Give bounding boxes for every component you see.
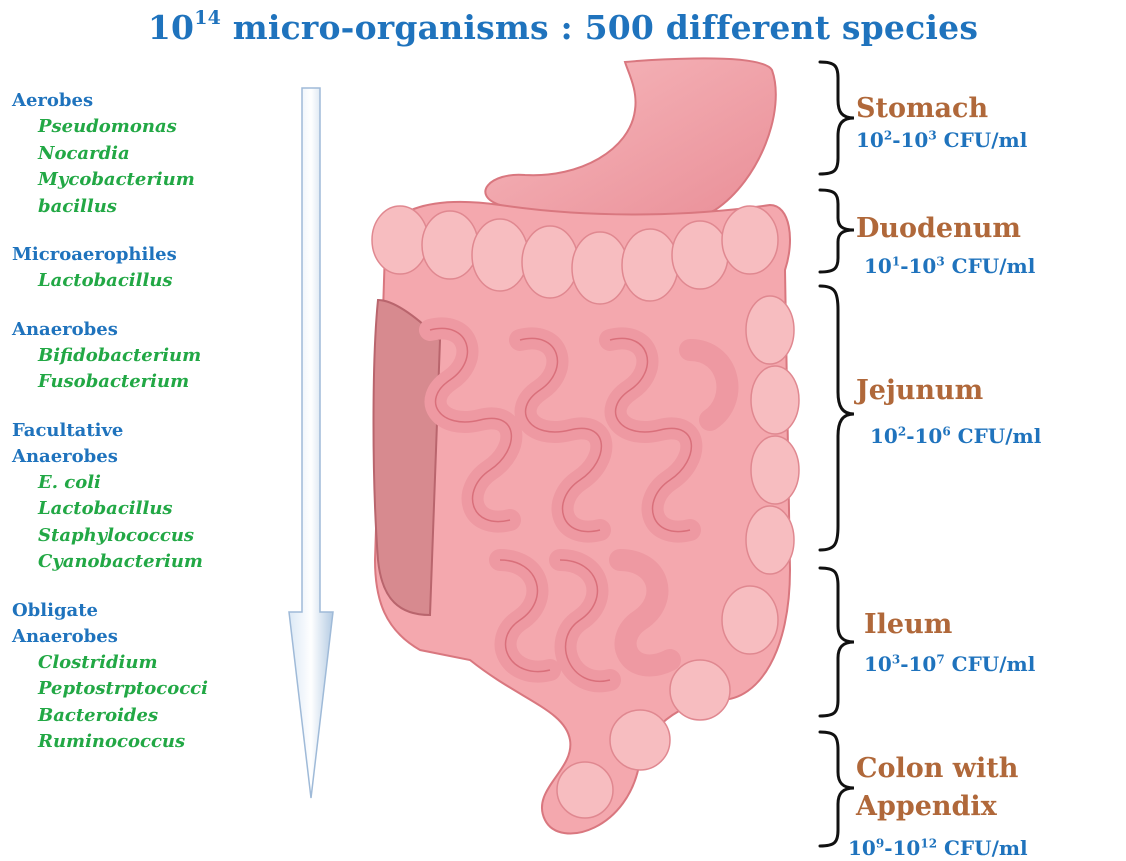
group-heading: Anaerobes xyxy=(12,317,302,343)
brace-duodenum xyxy=(820,190,854,272)
group-facultative-anaerobes: Facultative Anaerobes E. coli Lactobacil… xyxy=(12,418,302,576)
brace-ileum xyxy=(820,568,854,716)
region-colon-appendix: Colon with Appendix xyxy=(856,750,1096,826)
species-item: Bacteroides xyxy=(12,703,302,730)
species-item: Peptostrptococci xyxy=(12,676,302,703)
region-duodenum: Duodenum xyxy=(856,212,1021,246)
species-item: Staphylococcus xyxy=(12,523,302,550)
cfu-stomach: 102-103 CFU/ml xyxy=(856,128,1027,152)
group-aerobes: Aerobes Pseudomonas Nocardia Mycobacteri… xyxy=(12,88,302,220)
region-stomach: Stomach xyxy=(856,92,988,126)
brace-stomach xyxy=(820,62,854,174)
group-heading: Anaerobes xyxy=(12,444,302,470)
group-heading: Microaerophiles xyxy=(12,242,302,268)
group-heading: Anaerobes xyxy=(12,624,302,650)
group-anaerobes: Anaerobes Bifidobacterium Fusobacterium xyxy=(12,317,302,396)
group-heading: Obligate xyxy=(12,598,302,624)
species-item: Mycobacterium xyxy=(12,167,302,194)
species-item: E. coli xyxy=(12,470,302,497)
ascending-colon xyxy=(374,300,441,615)
species-item: Nocardia xyxy=(12,141,302,168)
species-item: Clostridium xyxy=(12,650,302,677)
species-item: Lactobacillus xyxy=(12,496,302,523)
species-item: bacillus xyxy=(12,194,302,221)
brace-jejunum xyxy=(820,286,854,550)
cfu-jejunum: 102-106 CFU/ml xyxy=(870,424,1041,448)
cfu-colon: 109-1012 CFU/ml xyxy=(848,836,1028,860)
brace-colon xyxy=(820,732,854,846)
group-heading: Facultative xyxy=(12,418,302,444)
species-item: Lactobacillus xyxy=(12,268,302,295)
species-item: Fusobacterium xyxy=(12,369,302,396)
cfu-ileum: 103-107 CFU/ml xyxy=(864,652,1035,676)
group-microaerophiles: Microaerophiles Lactobacillus xyxy=(12,242,302,295)
group-obligate-anaerobes: Obligate Anaerobes Clostridium Peptostrp… xyxy=(12,598,302,756)
region-jejunum: Jejunum xyxy=(856,374,983,408)
region-ileum: Ileum xyxy=(864,608,952,642)
stomach-shape xyxy=(485,58,775,224)
region-braces xyxy=(820,62,854,846)
species-item: Cyanobacterium xyxy=(12,549,302,576)
species-item: Ruminococcus xyxy=(12,729,302,756)
species-item: Pseudomonas xyxy=(12,114,302,141)
oxygen-groups-list: Aerobes Pseudomonas Nocardia Mycobacteri… xyxy=(12,88,302,778)
cfu-duodenum: 101-103 CFU/ml xyxy=(864,254,1035,278)
group-heading: Aerobes xyxy=(12,88,302,114)
species-item: Bifidobacterium xyxy=(12,343,302,370)
